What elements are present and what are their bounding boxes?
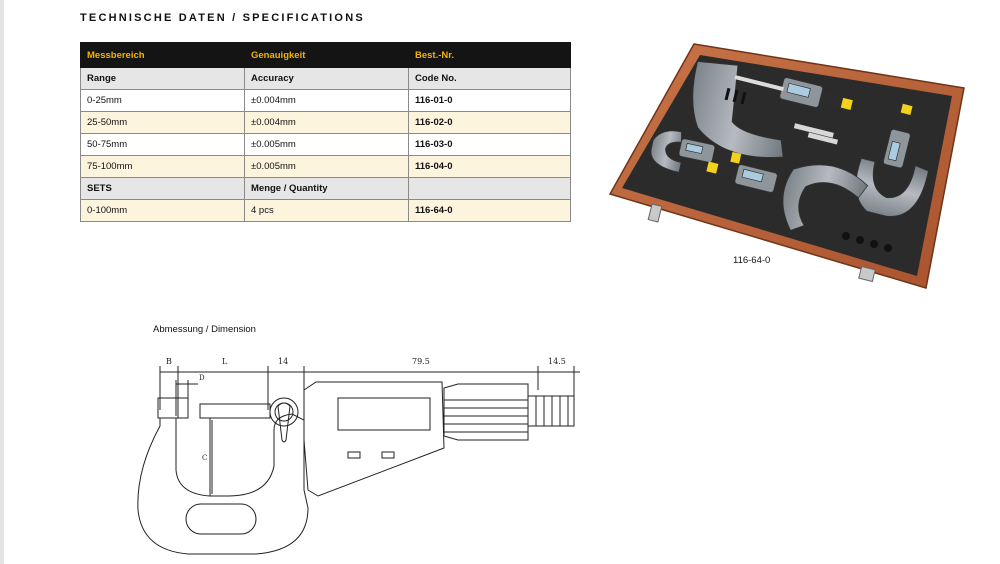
accuracy-cell: ±0.005mm [244,155,409,178]
dimension-label: Abmessung / Dimension [153,324,256,335]
left-rule [0,0,4,564]
header-cell: Best.-Nr. [408,42,571,68]
table-row: 25-50mm ±0.004mm 116-02-0 [80,111,571,134]
dim-mark-14: 14 [278,357,288,366]
section-title: TECHNISCHE DATEN / SPECIFICATIONS [80,12,365,24]
table-row: 0-100mm 4 pcs 116-64-0 [80,199,571,222]
range-cell: 25-50mm [80,111,245,134]
table-header-row: Messbereich Genauigkeit Best.-Nr. [80,42,571,68]
table-row: 50-75mm ±0.005mm 116-03-0 [80,133,571,156]
dim-mark-145: 14.5 [548,357,566,366]
sets-header-row: SETS Menge / Quantity [80,177,571,200]
sets-header-cell: Menge / Quantity [244,177,409,200]
quantity-cell: 4 pcs [244,199,409,222]
dim-mark-c: C [202,454,207,462]
header-cell: Messbereich [80,42,245,68]
range-cell: 0-25mm [80,89,245,112]
dim-mark-d: D [199,374,205,382]
code-cell: 116-64-0 [408,199,571,222]
micrometer-set-case-photo [608,43,965,289]
table-row: 0-25mm ±0.004mm 116-01-0 [80,89,571,112]
dim-mark-l: L [222,357,228,366]
accuracy-cell: ±0.004mm [244,89,409,112]
range-cell: 0-100mm [80,199,245,222]
sets-header-cell [408,177,571,200]
range-cell: 50-75mm [80,133,245,156]
dim-mark-795: 79.5 [412,357,430,366]
code-cell: 116-04-0 [408,155,571,178]
header-cell: Genauigkeit [244,42,409,68]
accuracy-cell: ±0.004mm [244,111,409,134]
range-cell: 75-100mm [80,155,245,178]
subheader-cell: Code No. [408,67,571,90]
photo-caption: 116-64-0 [733,255,771,266]
table-subheader-row: Range Accuracy Code No. [80,67,571,90]
code-cell: 116-03-0 [408,133,571,156]
specs-table: Messbereich Genauigkeit Best.-Nr. Range … [80,42,571,222]
code-cell: 116-01-0 [408,89,571,112]
code-cell: 116-02-0 [408,111,571,134]
dim-mark-b: B [166,357,172,366]
table-row: 75-100mm ±0.005mm 116-04-0 [80,155,571,178]
sets-header-cell: SETS [80,177,245,200]
dimension-drawing: B L 14 79.5 14.5 D C [137,357,580,555]
subheader-cell: Accuracy [244,67,409,90]
subheader-cell: Range [80,67,245,90]
accuracy-cell: ±0.005mm [244,133,409,156]
